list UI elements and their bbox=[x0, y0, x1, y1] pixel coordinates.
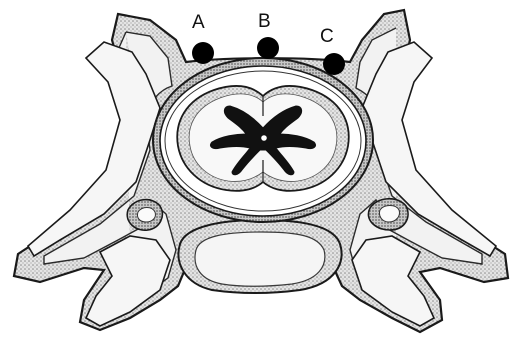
vertebral-body-inner bbox=[195, 232, 325, 286]
marker-c-dot bbox=[323, 53, 345, 75]
central-canal bbox=[261, 135, 267, 141]
label-a: A bbox=[192, 12, 205, 33]
label-b: B bbox=[258, 11, 271, 32]
left-foramen-inner bbox=[137, 208, 155, 223]
marker-a-dot bbox=[192, 42, 214, 64]
right-foramen-inner bbox=[379, 206, 399, 223]
label-c: C bbox=[320, 26, 334, 47]
marker-b-dot bbox=[257, 37, 279, 59]
